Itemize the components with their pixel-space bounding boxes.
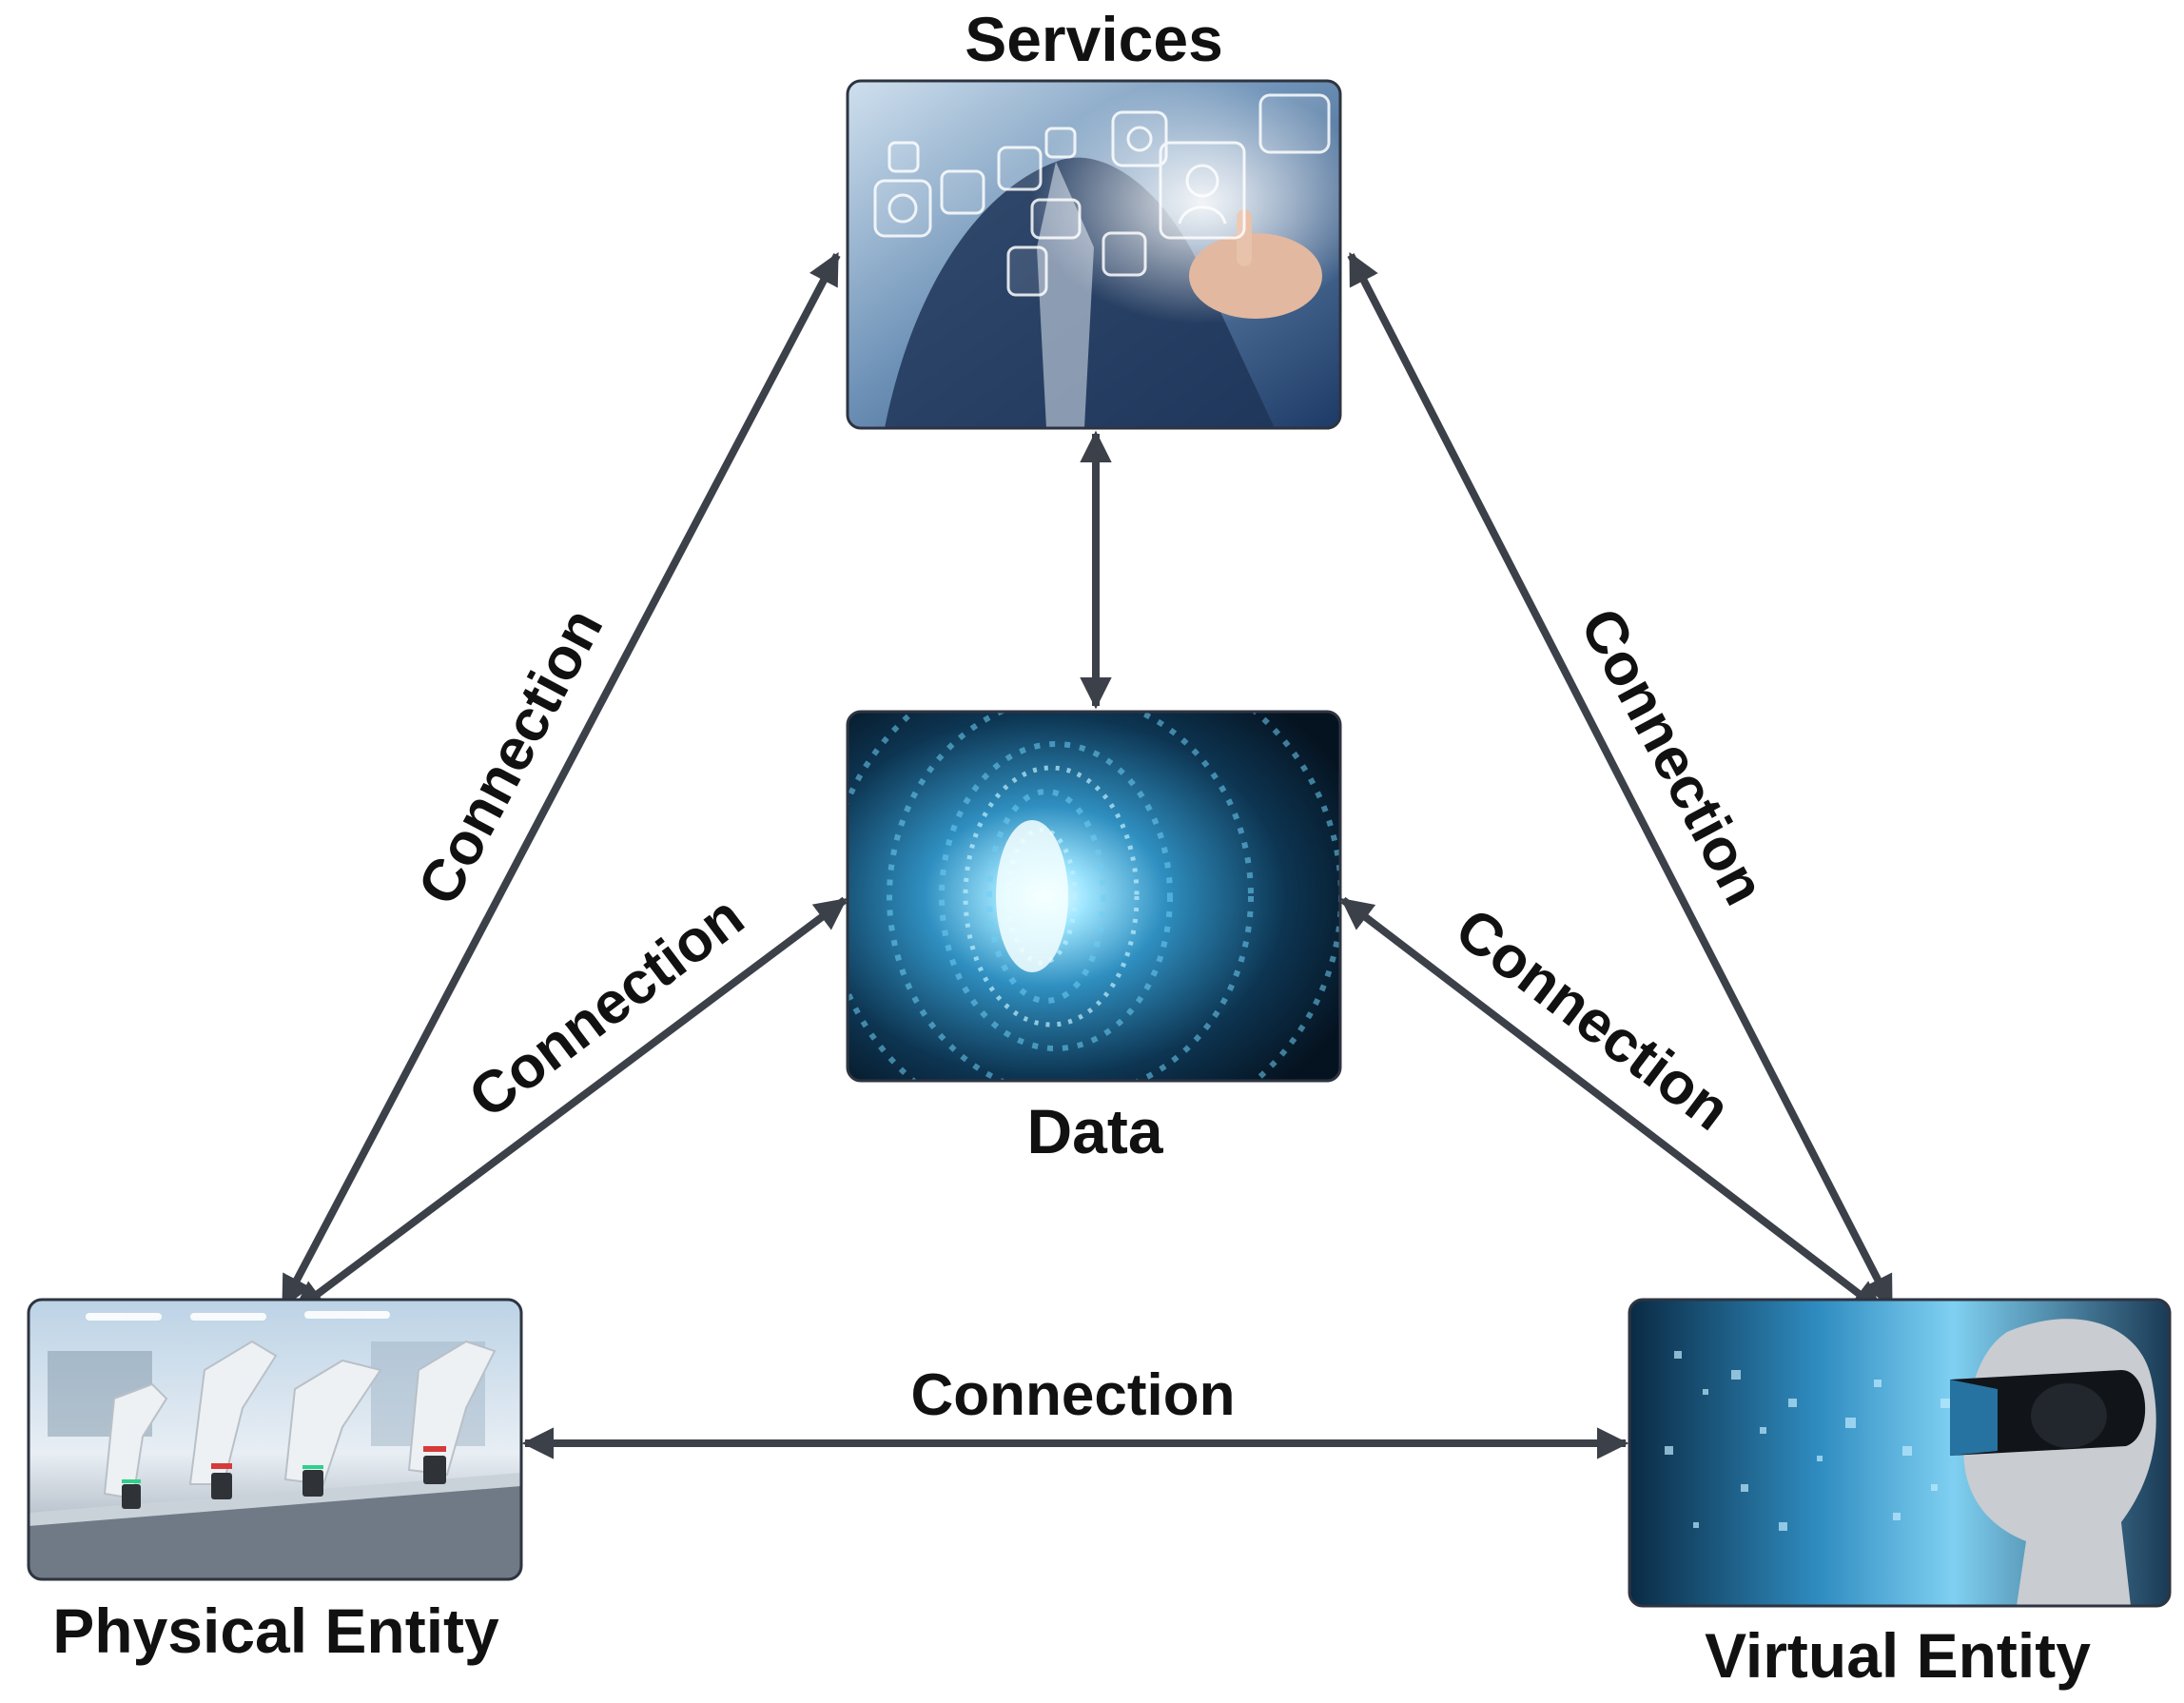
connection-label-virtual-services: Connection [1568, 598, 1778, 915]
services-image [848, 81, 1340, 428]
virtual-entity-title: Virtual Entity [1705, 1620, 2091, 1691]
physical-entity-title: Physical Entity [52, 1595, 499, 1666]
virtual-entity-image [1629, 1300, 2170, 1606]
services-title: Services [965, 4, 1223, 74]
connection-arrows [280, 252, 1895, 1459]
arrow-physical-data [292, 896, 848, 1315]
arrow-physical-services [280, 252, 841, 1308]
arrow-virtual-data [1340, 896, 1884, 1315]
data-image [848, 712, 1340, 1081]
arrow-virtual-services [1347, 252, 1895, 1308]
connection-label-physical-virtual: Connection [911, 1362, 1236, 1428]
physical-entity-image [29, 1300, 521, 1579]
data-title: Data [1026, 1096, 1163, 1166]
connection-label-physical-data: Connection [458, 883, 756, 1130]
